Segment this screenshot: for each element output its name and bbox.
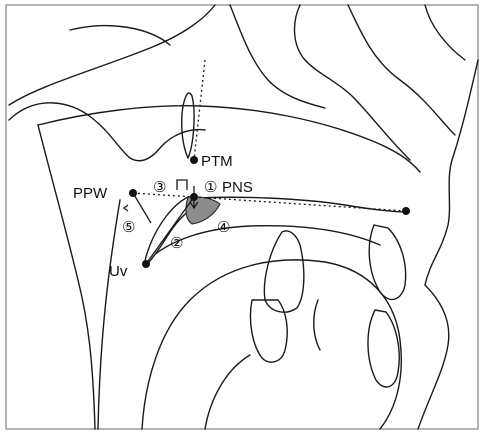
premolar-contour <box>314 300 320 350</box>
measure-2-label: ② <box>170 234 183 252</box>
pns-label: PNS <box>222 179 253 196</box>
incisor-upper <box>369 225 405 299</box>
cranial-contour <box>9 5 215 105</box>
nose-tip-contour <box>425 5 465 60</box>
orbit-contour <box>70 26 170 45</box>
ans-point <box>402 207 410 215</box>
ppw-to-velum-line <box>133 193 151 223</box>
soft-tissue-profile <box>425 60 478 285</box>
incisor-lower <box>368 310 399 387</box>
molar-lower <box>250 300 287 362</box>
ppw-point <box>129 189 137 197</box>
pharyngeal-wall <box>38 125 95 429</box>
pterygomaxillary-fissure <box>182 93 194 158</box>
image-frame <box>6 5 478 429</box>
pns-point <box>190 193 198 201</box>
ppw-arrow-tip <box>124 205 128 211</box>
ptm-point <box>190 156 198 164</box>
measure-5-label: ⑤ <box>122 218 135 236</box>
palatal-plane-dotted <box>194 197 406 211</box>
ptm-label: PTM <box>201 153 233 170</box>
right-angle-marker <box>177 180 187 190</box>
lip-chin-profile <box>418 285 449 429</box>
anatomical-tracing <box>9 5 478 429</box>
uv-label: Uv <box>109 263 128 280</box>
inner-mandible-contour <box>205 355 250 429</box>
nasal-contour <box>348 5 455 135</box>
measure-1-label: ① <box>204 178 217 196</box>
zygomatic-contour <box>230 5 325 108</box>
ptm-vertical-reference <box>194 60 205 160</box>
velar-length-line <box>146 197 194 264</box>
uv-point <box>142 260 150 268</box>
measure-3-label: ③ <box>153 178 166 196</box>
mandible-contour <box>142 260 401 429</box>
frontal-contour <box>295 5 410 160</box>
ppw-label: PPW <box>73 185 108 202</box>
maxilla-contour <box>195 197 408 212</box>
measure-4-label: ④ <box>217 218 230 236</box>
posterior-pharynx-line <box>98 200 120 429</box>
